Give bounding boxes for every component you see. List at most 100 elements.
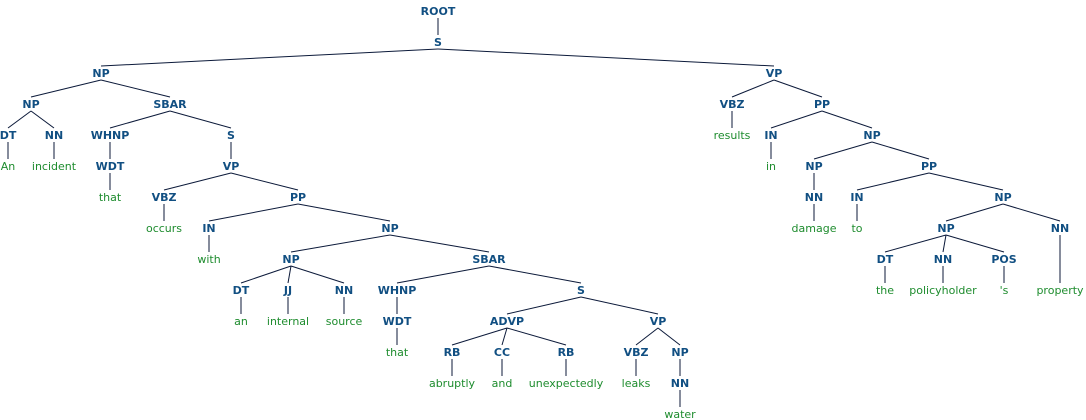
constituent-label: NN <box>335 284 353 297</box>
tree-edge <box>100 79 171 98</box>
tree-edge <box>928 172 1004 191</box>
tree-edge <box>451 327 508 346</box>
constituent-label: IN <box>764 129 777 142</box>
constituent-label: ROOT <box>421 5 456 18</box>
tree-edge <box>506 296 582 315</box>
tree-edge <box>871 141 930 160</box>
constituent-label: SBAR <box>153 98 187 111</box>
tree-edge <box>813 141 873 160</box>
tree-edge <box>501 327 508 346</box>
word-leaf: leaks <box>622 377 651 390</box>
constituent-label: RB <box>444 346 461 359</box>
constituent-label: PP <box>814 98 830 111</box>
tree-edge <box>488 265 582 284</box>
constituent-label: NP <box>994 191 1011 204</box>
constituent-label: NP <box>381 222 398 235</box>
tree-edge <box>773 79 823 98</box>
word-leaf: water <box>664 408 696 420</box>
constituent-label: NN <box>934 253 952 266</box>
constituent-label: CC <box>494 346 510 359</box>
tree-edge <box>297 203 391 222</box>
word-leaf: damage <box>792 222 837 235</box>
tree-edge <box>396 265 490 284</box>
constituent-label: NN <box>805 191 823 204</box>
tree-edge <box>30 110 55 129</box>
constituent-label: VBZ <box>720 98 745 111</box>
constituent-label: NP <box>671 346 688 359</box>
constituent-label: DT <box>877 253 894 266</box>
constituent-label: DT <box>0 129 17 142</box>
constituent-label: PP <box>290 191 306 204</box>
tree-edge <box>30 79 102 98</box>
constituent-label: JJ <box>283 284 292 297</box>
tree-edge <box>856 172 930 191</box>
constituent-label: NP <box>92 67 109 80</box>
tree-edge <box>163 172 232 191</box>
tree-edge <box>287 265 292 284</box>
tree-edge <box>942 234 947 253</box>
tree-edge <box>580 296 659 315</box>
constituent-label: NP <box>863 129 880 142</box>
constituent-label: RB <box>558 346 575 359</box>
tree-edge <box>945 203 1004 222</box>
constituent-label: NN <box>1051 222 1069 235</box>
tree-edge <box>657 327 681 346</box>
constituent-label: S <box>227 129 235 142</box>
word-leaf: property <box>1036 284 1084 297</box>
tree-edge <box>506 327 567 346</box>
word-leaf: An <box>1 160 16 173</box>
tree-edge <box>1002 203 1061 222</box>
constituent-label: NN <box>671 377 689 390</box>
tree-edge <box>290 265 345 284</box>
word-leaf: with <box>197 253 220 266</box>
constituent-label: VP <box>766 67 783 80</box>
tree-edge <box>945 234 1005 253</box>
constituent-label: SBAR <box>472 253 506 266</box>
constituent-label: DT <box>233 284 250 297</box>
constituent-label: S <box>434 36 442 49</box>
constituent-label: NP <box>282 253 299 266</box>
constituent-label: NP <box>937 222 954 235</box>
word-leaf: in <box>766 160 776 173</box>
word-leaf: 's <box>1000 284 1009 297</box>
constituent-label: POS <box>991 253 1016 266</box>
word-leaf: internal <box>267 315 309 328</box>
word-leaf: occurs <box>146 222 182 235</box>
word-leaf: an <box>234 315 248 328</box>
tree-edge <box>821 110 873 129</box>
tree-edge <box>240 265 292 284</box>
word-leaf: the <box>876 284 894 297</box>
tree-edge <box>884 234 947 253</box>
tree-edges <box>7 18 1061 407</box>
word-leaf: unexpectedly <box>529 377 604 390</box>
tree-edge <box>208 203 299 222</box>
constituent-label: VP <box>223 160 240 173</box>
constituent-label: IN <box>202 222 215 235</box>
constituent-label: PP <box>921 160 937 173</box>
constituent-label: ADVP <box>490 315 524 328</box>
constituent-label: NN <box>45 129 63 142</box>
constituent-label: VBZ <box>152 191 177 204</box>
tree-edge <box>230 172 299 191</box>
tree-edge <box>635 327 659 346</box>
constituent-label: WHNP <box>91 129 130 142</box>
word-leaf: abruptly <box>429 377 476 390</box>
tree-edge <box>7 110 32 129</box>
constituent-label: WHNP <box>378 284 417 297</box>
word-leaf: that <box>99 191 122 204</box>
word-leaf: incident <box>32 160 77 173</box>
word-leaf: results <box>714 129 751 142</box>
tree-edge <box>100 48 439 67</box>
word-leaf: policyholder <box>909 284 977 297</box>
constituent-label: NP <box>22 98 39 111</box>
tree-edge <box>731 79 775 98</box>
constituent-label: WDT <box>96 160 125 173</box>
word-leaf: that <box>386 346 409 359</box>
constituent-label: S <box>577 284 585 297</box>
tree-edge <box>109 110 171 129</box>
word-leaf: to <box>851 222 862 235</box>
constituent-label: IN <box>850 191 863 204</box>
constituent-label: NP <box>805 160 822 173</box>
